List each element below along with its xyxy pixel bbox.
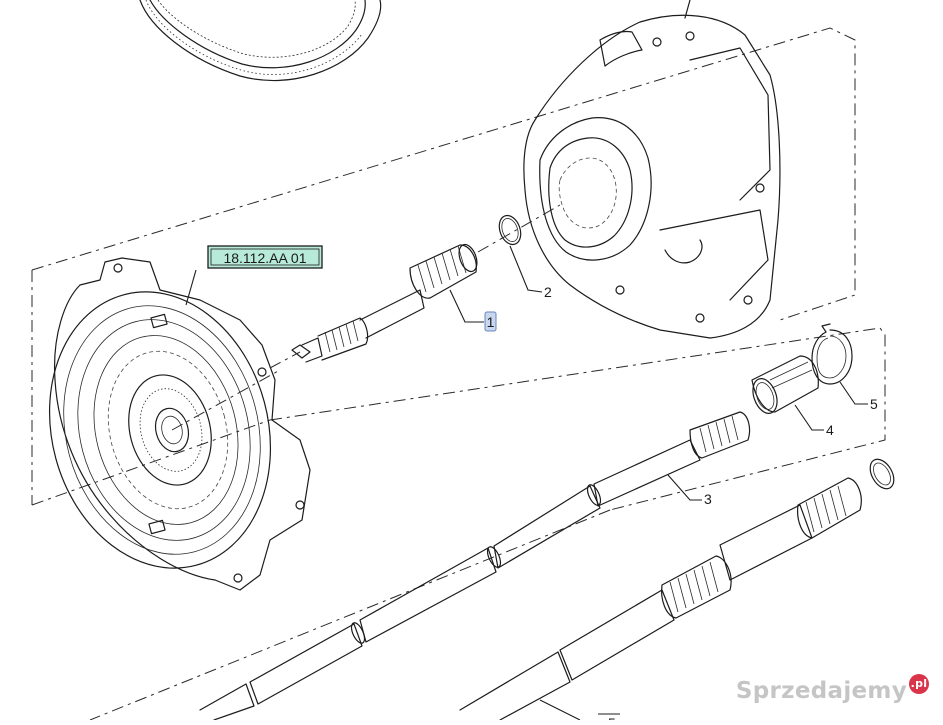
axis-line-3 [171, 369, 281, 431]
transmission-housing [523, 0, 781, 339]
callout-2-number[interactable]: 2 [544, 284, 552, 300]
axis-line-2 [477, 204, 561, 253]
splined-shaft-lower [459, 458, 895, 721]
callout-6-number[interactable]: 5 [608, 715, 616, 725]
watermark-text: Sprzedajemy [735, 678, 907, 704]
callout-5-number[interactable]: 5 [870, 396, 878, 412]
assembly-frame-upper [31, 27, 856, 506]
callout-1[interactable]: 1 [484, 311, 497, 332]
part-1-input-shaft [291, 243, 478, 363]
callout-3-leader [667, 474, 702, 501]
watermark-badge: .pl [909, 674, 929, 694]
axis-line-1 [269, 351, 301, 369]
callout-4-number[interactable]: 4 [826, 422, 834, 438]
callout-3-number[interactable]: 3 [704, 491, 712, 507]
group-reference-text: 18.112.AA 01 [223, 250, 306, 266]
callout-6-leader [539, 699, 620, 721]
reference-leader-line [185, 269, 197, 306]
assembly-frame-lower [89, 327, 886, 721]
callout-2-leader [509, 245, 543, 293]
callout-4-leader [794, 404, 824, 431]
callout-1-leader [449, 289, 484, 323]
part-3-long-shaft [199, 411, 751, 721]
damper-plate-assembly [48, 257, 311, 591]
watermark: Sprzedajemy .pl [735, 674, 929, 704]
callout-1-number: 1 [487, 314, 495, 330]
part-2-o-ring [498, 214, 522, 246]
part-4-bearing-sleeve [751, 355, 819, 414]
callout-5-leader [839, 381, 868, 405]
part-5-snap-ring [811, 323, 853, 385]
flywheel-ring-gear [139, 0, 382, 82]
group-reference-label[interactable]: 18.112.AA 01 [207, 245, 323, 269]
